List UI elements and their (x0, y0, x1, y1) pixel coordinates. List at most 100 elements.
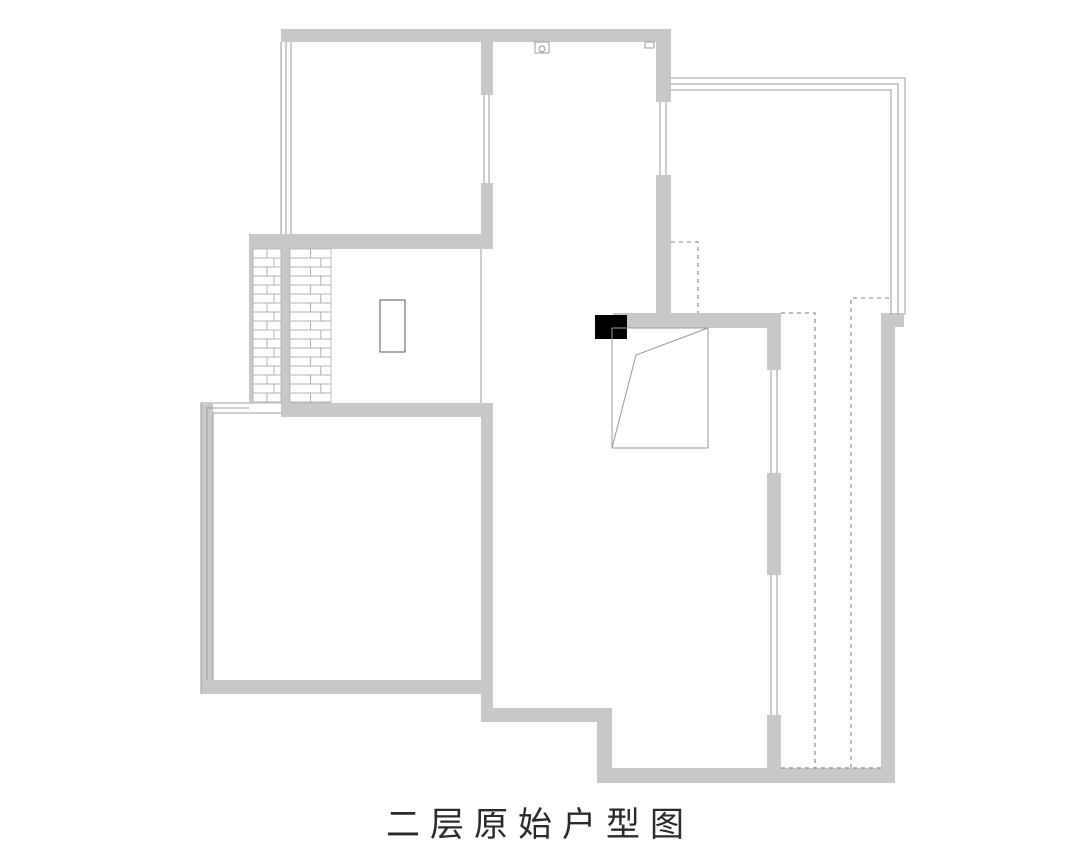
stair-brick (266, 356, 282, 367)
stair-brick (252, 329, 275, 340)
stair-brick (310, 338, 332, 349)
stair-brick (289, 257, 322, 268)
wall-hall-step-v (597, 708, 612, 783)
stair-brick (320, 347, 332, 358)
stair-brick (320, 257, 332, 268)
stair-brick (252, 293, 275, 304)
stair-brick (273, 347, 282, 358)
stair-brick (252, 275, 275, 286)
stair-brick (310, 374, 332, 385)
stair-brick (252, 347, 275, 358)
stair-brick (289, 374, 311, 385)
stair-brick (289, 356, 311, 367)
wall-partition-upper (481, 42, 493, 95)
stair-brick (266, 302, 282, 313)
wall-hall-right-upper (656, 29, 671, 102)
wall-bottom (597, 768, 895, 783)
stair-brick (273, 311, 282, 322)
wall-hall-left-lower (481, 403, 493, 715)
stair-brick (320, 329, 332, 340)
wall-right-outer-cap (881, 313, 904, 327)
stair-brick (273, 257, 282, 268)
stair-brick (266, 320, 282, 331)
wall-hall-right-mid (656, 175, 671, 327)
stair-brick (289, 383, 322, 394)
stair-brick (289, 401, 322, 404)
stair-brick (252, 365, 275, 376)
wall-lower-room-top (281, 403, 493, 417)
stair-brick (252, 266, 268, 277)
stair-brick (289, 293, 322, 304)
stair-brick (252, 311, 275, 322)
stair-brick (273, 383, 282, 394)
plan-caption: 二层原始户型图 (386, 805, 694, 845)
column (595, 315, 627, 339)
stair-brick (273, 293, 282, 304)
stair-brick (320, 311, 332, 322)
stair-brick (289, 248, 311, 259)
stair-brick (310, 320, 332, 331)
stair-brick (252, 374, 268, 385)
fixtures (379, 41, 709, 449)
stair-brick (310, 392, 332, 403)
stair-brick (320, 275, 332, 286)
wall-hall-step-h (481, 708, 612, 722)
stair-brick (289, 275, 322, 286)
stair-brick (289, 329, 322, 340)
stair-brick (273, 275, 282, 286)
stair-brick (252, 383, 275, 394)
wall-lower-room-bottom (201, 680, 493, 694)
stair-brick (289, 266, 311, 277)
stair-brick (289, 284, 311, 295)
stair-brick (266, 392, 282, 403)
stair-brick (252, 302, 268, 313)
wall-upper-room-bottom (249, 234, 493, 249)
stair-brick (310, 302, 332, 313)
stair-brick (252, 401, 275, 404)
stair-brick (266, 284, 282, 295)
wall-top (281, 29, 671, 42)
wall-right-inner-mid (767, 473, 781, 575)
wall-right-inner-lower (767, 715, 781, 783)
stair-brick (320, 383, 332, 394)
stair-brick (252, 338, 268, 349)
stair-block (252, 248, 332, 404)
stair-brick (252, 284, 268, 295)
stair-brick (252, 392, 268, 403)
stair-brick (252, 257, 275, 268)
stair-brick (273, 329, 282, 340)
walls (201, 29, 904, 783)
stair-brick (310, 248, 332, 259)
stair-brick (252, 248, 268, 259)
stair-brick (320, 365, 332, 376)
stair-brick (289, 392, 311, 403)
stair-brick (310, 284, 332, 295)
stair-divider (281, 249, 290, 403)
fixture-top (534, 41, 550, 54)
stair-brick (289, 347, 322, 358)
stair-brick (266, 374, 282, 385)
stair-brick (320, 293, 332, 304)
stair-brick (266, 338, 282, 349)
stair-brick (266, 248, 282, 259)
stair-brick (289, 320, 311, 331)
stair-brick (252, 356, 268, 367)
stair-brick (252, 320, 268, 331)
stair-brick (273, 365, 282, 376)
stair-brick (289, 311, 322, 322)
wall-mid-horizontal (613, 313, 781, 328)
stair-brick (310, 356, 332, 367)
wall-stair-left (249, 234, 253, 404)
wall-right-outer (881, 313, 895, 783)
stair-brick (289, 365, 322, 376)
light-well (379, 299, 406, 353)
wall-partition-lower (481, 183, 493, 249)
wall-right-inner-upper (767, 313, 781, 370)
stair-brick (289, 302, 311, 313)
stair-brick (289, 338, 311, 349)
stair-opening (611, 327, 709, 449)
outline-lines (200, 41, 906, 715)
dashed-outlines (671, 241, 893, 769)
stair-brick (310, 266, 332, 277)
